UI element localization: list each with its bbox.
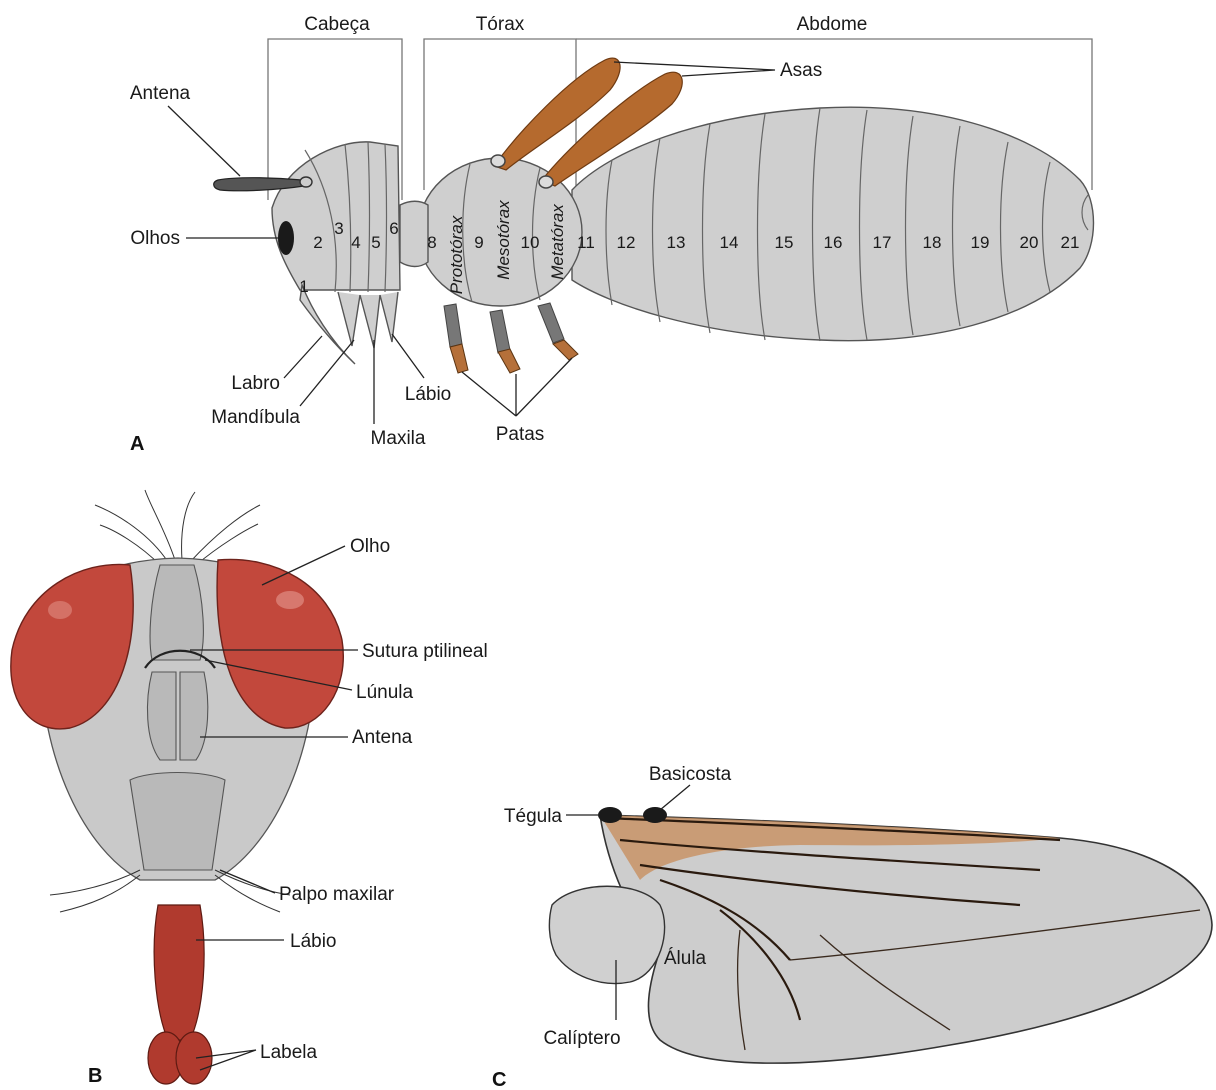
seg-17: 17 xyxy=(873,233,892,252)
seg-20: 20 xyxy=(1020,233,1039,252)
sutura-label: Sutura ptilineal xyxy=(362,641,488,662)
seg-10: 10 xyxy=(521,233,540,252)
seg-15: 15 xyxy=(775,233,794,252)
eye-a xyxy=(278,221,294,255)
mandibula-label: Mandíbula xyxy=(211,407,300,428)
mesotorax-label: Mesotórax xyxy=(494,200,513,280)
antena-label-b: Antena xyxy=(352,727,413,748)
seg-11: 11 xyxy=(577,233,595,252)
basicosta-shape xyxy=(643,807,667,823)
seg-12: 12 xyxy=(617,233,636,252)
tegula-label: Tégula xyxy=(504,806,563,827)
seg-19: 19 xyxy=(971,233,990,252)
seg-13: 13 xyxy=(667,233,686,252)
seg-3: 3 xyxy=(334,219,343,238)
panel-c: Basicosta Tégula Álula Calíptero C xyxy=(492,764,1212,1090)
torax-label: Tórax xyxy=(476,14,525,35)
panel-c-letter: C xyxy=(492,1069,506,1090)
asas-label: Asas xyxy=(780,60,822,81)
panel-b: Olho Sutura ptilineal Lúnula Antena Palp… xyxy=(11,490,488,1087)
patas-label: Patas xyxy=(496,424,545,445)
seg-1: 1 xyxy=(299,277,308,296)
labio-label-a: Lábio xyxy=(405,384,452,405)
abdomen-body xyxy=(572,107,1094,340)
olho-label: Olho xyxy=(350,536,390,557)
cabeca-label: Cabeça xyxy=(304,14,370,35)
seg-5: 5 xyxy=(371,233,380,252)
neck xyxy=(400,201,428,266)
basicosta-label: Basicosta xyxy=(649,764,732,785)
panel-a-letter: A xyxy=(130,433,144,455)
labro-label: Labro xyxy=(231,373,280,394)
calypter xyxy=(549,886,664,983)
seg-21: 21 xyxy=(1061,233,1080,252)
maxila-label: Maxila xyxy=(371,428,426,449)
seg-18: 18 xyxy=(923,233,942,252)
head-bristles xyxy=(95,490,260,565)
labela-label: Labela xyxy=(260,1042,317,1063)
palpo-label: Palpo maxilar xyxy=(279,884,395,905)
abdome-label: Abdome xyxy=(797,14,868,35)
seg-4: 4 xyxy=(351,233,360,252)
alula-label: Álula xyxy=(664,948,707,969)
labellum-right xyxy=(176,1032,212,1084)
antena-label-a: Antena xyxy=(130,83,191,104)
mouthparts xyxy=(338,292,398,348)
caliptero-label: Calíptero xyxy=(543,1028,620,1049)
seg-2: 2 xyxy=(313,233,322,252)
seg-16: 16 xyxy=(824,233,843,252)
protorax-label: Prototórax xyxy=(447,215,466,294)
frons xyxy=(150,565,203,660)
seg-14: 14 xyxy=(720,233,739,252)
panel-b-letter: B xyxy=(88,1065,102,1087)
metatorax-label: Metatórax xyxy=(548,204,567,280)
lunula-label: Lúnula xyxy=(356,682,413,703)
clypeus xyxy=(130,773,225,871)
labio-label-b: Lábio xyxy=(290,931,337,952)
seg-9: 9 xyxy=(474,233,483,252)
seg-6: 6 xyxy=(389,219,398,238)
panel-a: Cabeça Tórax Abdome xyxy=(130,14,1094,455)
seg-8: 8 xyxy=(427,233,436,252)
legs xyxy=(444,303,578,373)
labium-b xyxy=(154,905,204,1040)
olhos-label: Olhos xyxy=(130,228,180,249)
tegula-shape xyxy=(598,807,622,823)
